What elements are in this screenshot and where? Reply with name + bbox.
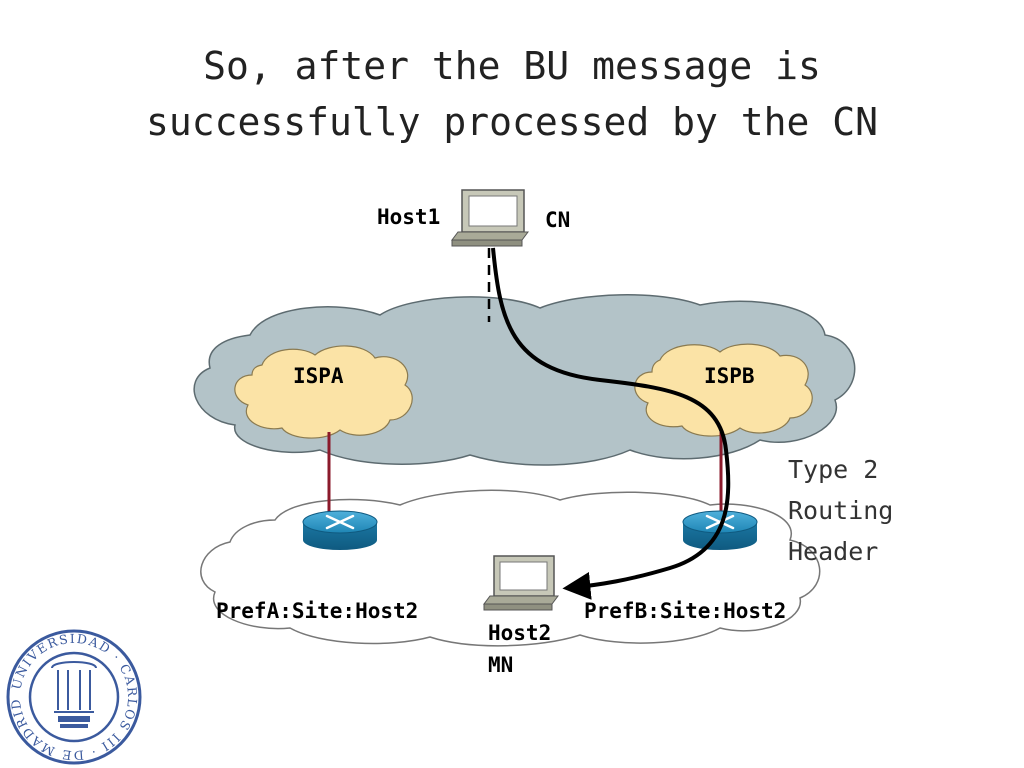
ispa-label: ISPA [293,364,344,388]
annotation-line-2: Routing [788,496,893,525]
ispb-label: ISPB [704,364,755,388]
prefb-address-label: PrefB:Site:Host2 [584,599,786,623]
annotation-line-1: Type 2 [788,455,878,484]
host2-label: Host2 [488,621,551,645]
annotation-line-3: Header [788,537,878,566]
prefa-address-label: PrefA:Site:Host2 [216,599,418,623]
cn-label: CN [545,208,570,232]
routing-path-arrow [491,247,731,600]
mn-label: MN [488,653,513,677]
title-line-1: So, after the BU message is [203,44,821,88]
slide-title: So, after the BU message is successfully… [0,38,1024,150]
ispa-cloud [234,345,413,439]
host1-computer-icon [451,189,529,247]
title-line-2: successfully processed by the CN [145,100,879,144]
host1-label: Host1 [377,205,440,229]
router-b-icon [682,510,758,550]
university-logo: UNIVERSIDAD · CARLOS III · DE MADRID · [0,0,142,765]
host2-computer-icon [483,555,559,611]
router-a-icon [302,510,378,550]
